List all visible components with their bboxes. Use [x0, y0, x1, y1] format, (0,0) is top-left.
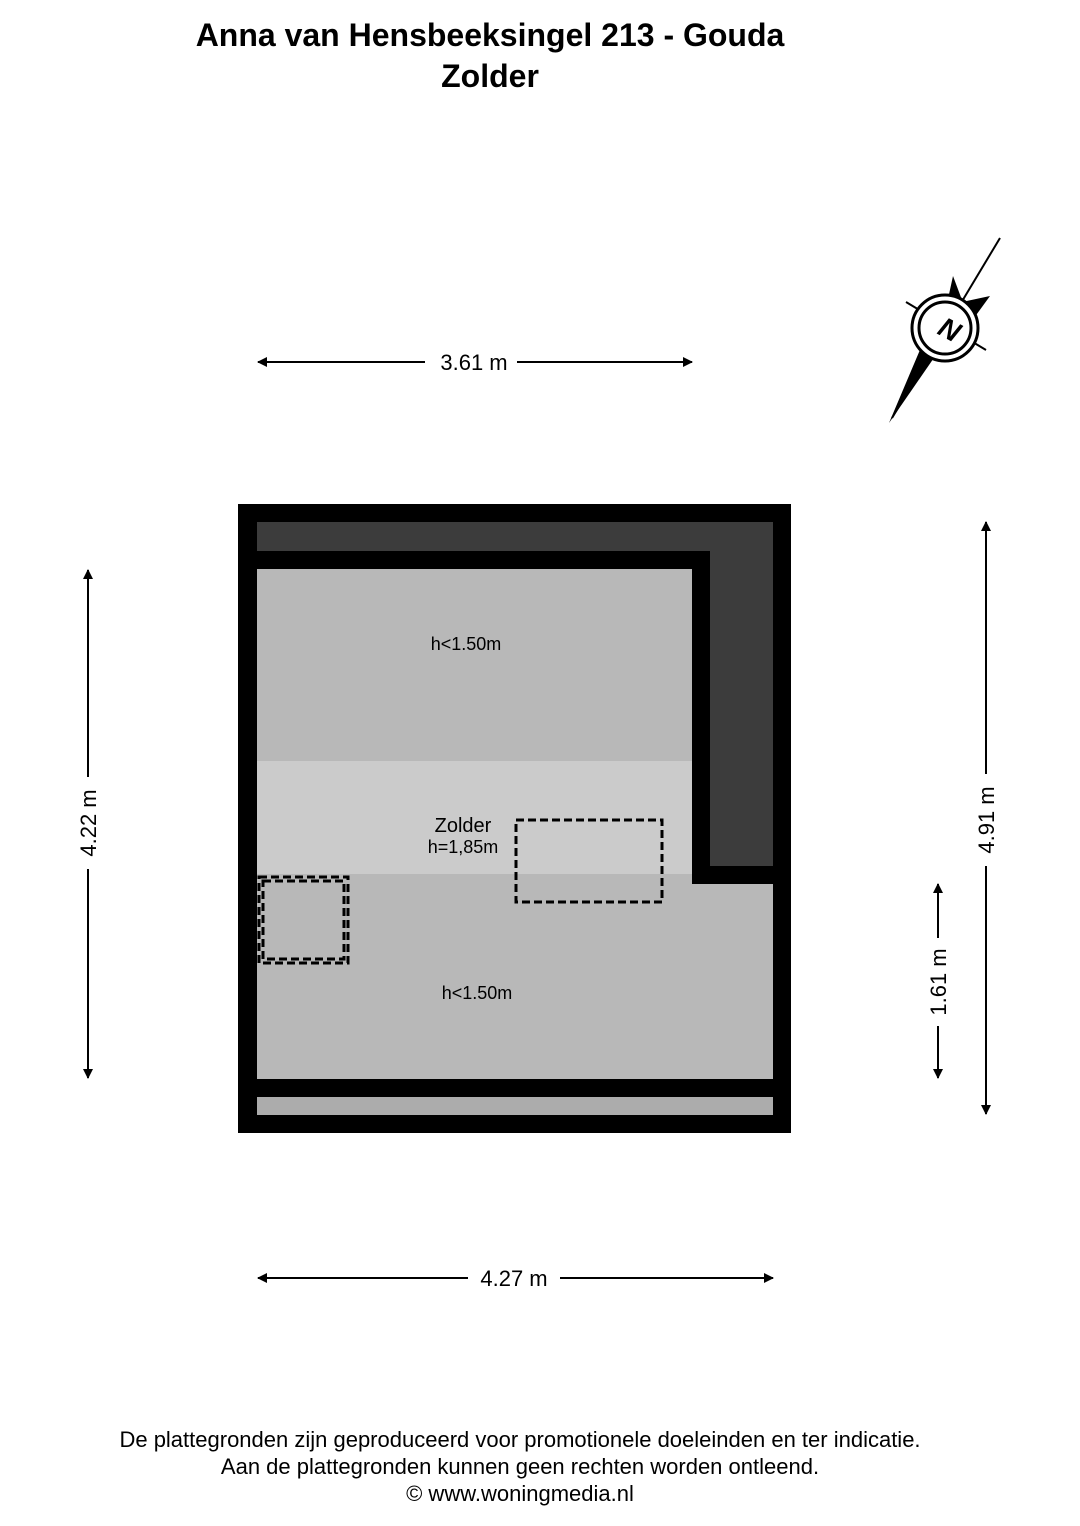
bottom-strip	[257, 1097, 773, 1115]
copyright-line: © www.woningmedia.nl	[406, 1481, 634, 1506]
zone-bottom-low-a	[257, 874, 692, 1079]
compass-icon: N	[889, 237, 1001, 423]
address-title: Anna van Hensbeeksingel 213 - Gouda	[195, 17, 785, 53]
skylight-left-inner	[261, 879, 346, 961]
skylight-left	[257, 875, 350, 965]
eaves-top	[257, 522, 773, 551]
zone-top-label: h<1.50m	[431, 634, 502, 654]
dim-bottom-label: 4.27 m	[480, 1266, 547, 1291]
skylight-right	[514, 818, 664, 904]
room-name: Zolder	[435, 815, 492, 837]
floor-title: Zolder	[441, 58, 539, 94]
dim-right-label: 4.91 m	[974, 786, 999, 853]
dim-top-label: 3.61 m	[440, 350, 507, 375]
zone-top-low	[257, 569, 692, 761]
zone-full-height	[257, 761, 692, 874]
dim-left-label: 4.22 m	[76, 789, 101, 856]
disclaimer-line-1: De plattegronden zijn geproduceerd voor …	[119, 1427, 921, 1452]
eaves-right	[710, 522, 773, 866]
dim-inner-label: 1.61 m	[926, 948, 951, 1015]
room-height: h=1,85m	[428, 837, 499, 857]
zone-bottom-low-b	[692, 884, 773, 1079]
disclaimer-line-2: Aan de plattegronden kunnen geen rechten…	[220, 1454, 820, 1479]
zone-bottom-label: h<1.50m	[442, 983, 513, 1003]
